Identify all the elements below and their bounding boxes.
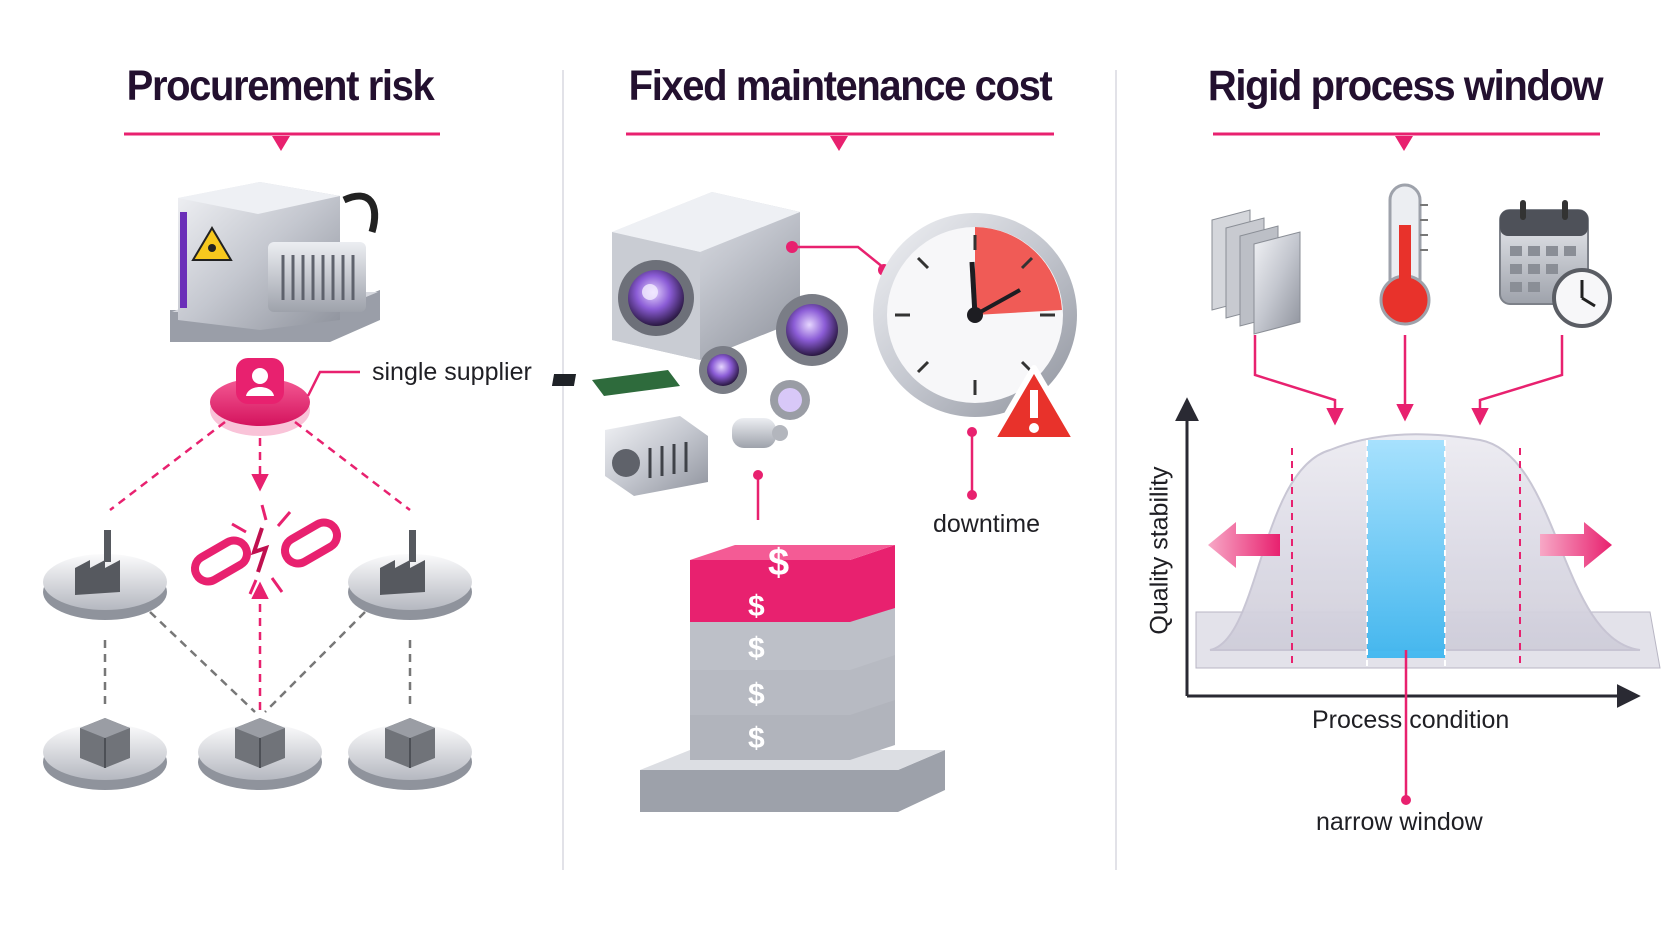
supplier-person-icon	[210, 358, 310, 436]
x-axis-label: Process condition	[1312, 706, 1510, 734]
broken-chain-icon	[191, 504, 341, 595]
cost-layer-top-symbol: $	[768, 542, 790, 584]
factory-icon	[43, 530, 167, 620]
warning-icon	[989, 365, 1079, 443]
dollar-stack-icon	[640, 545, 945, 812]
panel-divider-right	[1115, 70, 1117, 870]
box-icon	[43, 718, 167, 790]
narrow-window-label: narrow window	[1316, 808, 1483, 836]
camera-module-icon	[612, 192, 800, 360]
laser-module-icon	[170, 182, 380, 342]
input-arrows	[1253, 335, 1564, 426]
title-underlines	[124, 132, 1600, 151]
y-axis-label: Quality stability	[1145, 466, 1174, 635]
supply-network-lines	[103, 421, 412, 713]
supplier-leader-line	[306, 370, 360, 397]
calendar-clock-icon	[1499, 200, 1612, 328]
cost-layer-symbol: $	[748, 632, 765, 665]
maintenance-leader-line	[792, 245, 885, 269]
box-icon	[198, 718, 322, 790]
cost-layer-symbol: $	[748, 722, 765, 755]
material-sheets-icon	[1211, 209, 1301, 335]
cost-layer-symbol: $	[748, 590, 765, 623]
panel-title-rigid-process-window: Rigid process window	[1207, 62, 1604, 110]
process-window-chart	[1175, 397, 1661, 805]
stopwatch-icon	[873, 213, 1077, 417]
downtime-label: downtime	[933, 510, 1040, 538]
single-supplier-label: single supplier	[372, 358, 532, 386]
thermometer-icon	[1379, 183, 1431, 326]
panel-title-procurement-risk: Procurement risk	[126, 62, 435, 110]
factory-icon	[348, 530, 472, 620]
lens-icon	[699, 294, 848, 448]
circuit-board-icon	[551, 370, 708, 496]
box-icon	[348, 718, 472, 790]
panel-divider-left	[562, 70, 564, 870]
panel-title-fixed-maintenance-cost: Fixed maintenance cost	[628, 62, 1053, 110]
cost-layer-symbol: $	[748, 678, 765, 711]
